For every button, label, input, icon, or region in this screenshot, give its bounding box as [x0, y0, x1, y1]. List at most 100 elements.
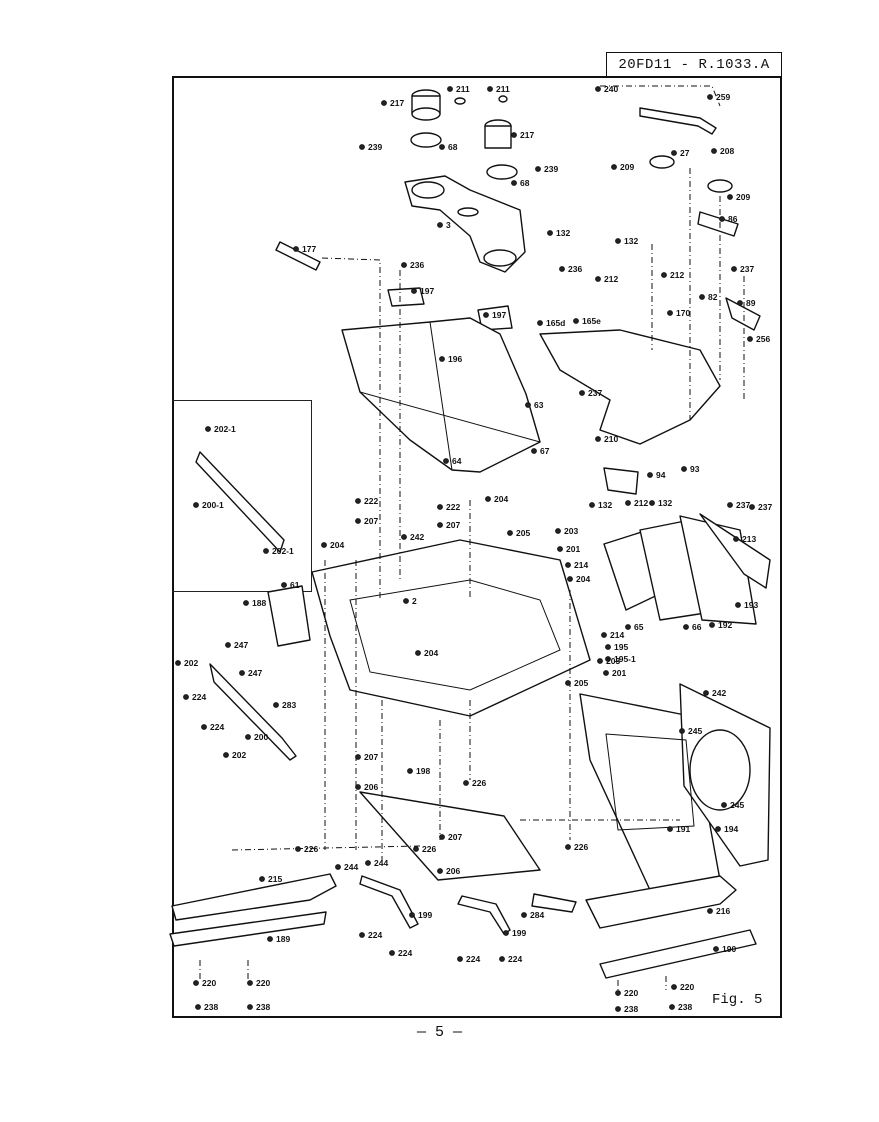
- part-label-p170: 170: [676, 308, 690, 318]
- fastener-icon: [557, 546, 563, 552]
- drawing-frame: [172, 76, 782, 1018]
- fastener-icon: [447, 86, 453, 92]
- fastener-icon: [565, 844, 571, 850]
- fastener-icon: [437, 222, 443, 228]
- fastener-icon: [485, 496, 491, 502]
- part-label-p207d: 207: [448, 832, 462, 842]
- fastener-icon: [259, 876, 265, 882]
- fastener-icon: [597, 658, 603, 664]
- fastener-icon: [669, 1004, 675, 1010]
- part-label-p2: 2: [412, 596, 417, 606]
- part-label-p3: 3: [446, 220, 451, 230]
- fastener-icon: [205, 426, 211, 432]
- fastener-icon: [365, 860, 371, 866]
- fastener-icon: [293, 246, 299, 252]
- part-label-p238c: 238: [624, 1004, 638, 1014]
- fastener-icon: [245, 734, 251, 740]
- fastener-icon: [731, 266, 737, 272]
- fastener-icon: [437, 868, 443, 874]
- part-label-p64: 64: [452, 456, 462, 466]
- main-body-frame: [195, 451, 591, 761]
- part-label-p217a: 217: [390, 98, 404, 108]
- fastener-icon: [625, 624, 631, 630]
- fastener-icon: [703, 690, 709, 696]
- fastener-icon: [273, 702, 279, 708]
- fastener-icon: [507, 530, 513, 536]
- fastener-icon: [463, 780, 469, 786]
- part-label-p68a: 68: [448, 142, 458, 152]
- fastener-icon: [355, 754, 361, 760]
- fastener-icon: [683, 624, 689, 630]
- part-label-p204c: 204: [576, 574, 590, 584]
- lever-assembly: [539, 107, 761, 495]
- part-label-p209a: 209: [620, 162, 634, 172]
- fastener-icon: [647, 472, 653, 478]
- fastener-icon: [535, 166, 541, 172]
- part-label-p177: 177: [302, 244, 316, 254]
- part-label-p194: 194: [724, 824, 738, 834]
- part-label-p210: 210: [604, 434, 618, 444]
- fastener-icon: [193, 980, 199, 986]
- part-label-p205a: 205: [516, 528, 530, 538]
- part-label-p212c: 212: [634, 498, 648, 508]
- fastener-icon: [567, 576, 573, 582]
- fastener-icon: [611, 164, 617, 170]
- fastener-icon: [709, 622, 715, 628]
- part-label-p237a: 237: [740, 264, 754, 274]
- part-label-p214a: 214: [574, 560, 588, 570]
- part-label-p202_1b: 202-1: [272, 546, 294, 556]
- part-label-p132c: 132: [598, 500, 612, 510]
- part-label-p65: 65: [634, 622, 644, 632]
- part-label-p212a: 212: [604, 274, 618, 284]
- part-label-p242a: 242: [410, 532, 424, 542]
- part-label-p199b: 199: [512, 928, 526, 938]
- fastener-icon: [359, 932, 365, 938]
- fastener-icon: [511, 132, 517, 138]
- part-label-p132b: 132: [624, 236, 638, 246]
- fastener-icon: [649, 500, 655, 506]
- fastener-icon: [247, 980, 253, 986]
- fastener-icon: [671, 984, 677, 990]
- part-label-p226b: 226: [304, 844, 318, 854]
- fastener-icon: [735, 602, 741, 608]
- fastener-icon: [437, 522, 443, 528]
- part-label-p207c: 207: [364, 752, 378, 762]
- part-label-p61: 61: [290, 580, 300, 590]
- fastener-icon: [625, 500, 631, 506]
- part-label-p206a: 206: [364, 782, 378, 792]
- part-label-p207b: 207: [446, 520, 460, 530]
- part-label-p222b: 222: [446, 502, 460, 512]
- fastener-icon: [595, 86, 601, 92]
- fastener-icon: [719, 216, 725, 222]
- part-label-p82: 82: [708, 292, 718, 302]
- part-label-p208: 208: [720, 146, 734, 156]
- fastener-icon: [247, 1004, 253, 1010]
- fastener-icon: [415, 650, 421, 656]
- part-label-p196: 196: [448, 354, 462, 364]
- fastener-icon: [711, 148, 717, 154]
- fastener-icon: [439, 834, 445, 840]
- part-label-p195_1: 195-1: [614, 654, 636, 664]
- part-label-p238b: 238: [256, 1002, 270, 1012]
- fastener-icon: [615, 238, 621, 244]
- part-label-p189: 189: [276, 934, 290, 944]
- fastener-icon: [605, 656, 611, 662]
- fastener-icon: [407, 768, 413, 774]
- part-label-p247a: 247: [234, 640, 248, 650]
- fastener-icon: [727, 194, 733, 200]
- figure-label: Fig. 5: [712, 992, 763, 1008]
- part-label-p239a: 239: [368, 142, 382, 152]
- part-label-p211a: 211: [456, 84, 470, 94]
- fastener-icon: [321, 542, 327, 548]
- part-label-p244a: 244: [344, 862, 358, 872]
- part-label-p198: 198: [416, 766, 430, 776]
- fastener-icon: [531, 448, 537, 454]
- part-label-p222a: 222: [364, 496, 378, 506]
- fastener-icon: [457, 956, 463, 962]
- fastener-icon: [409, 912, 415, 918]
- fastener-icon: [525, 402, 531, 408]
- part-label-p224d: 224: [398, 948, 412, 958]
- part-label-p240: 240: [604, 84, 618, 94]
- fastener-icon: [355, 498, 361, 504]
